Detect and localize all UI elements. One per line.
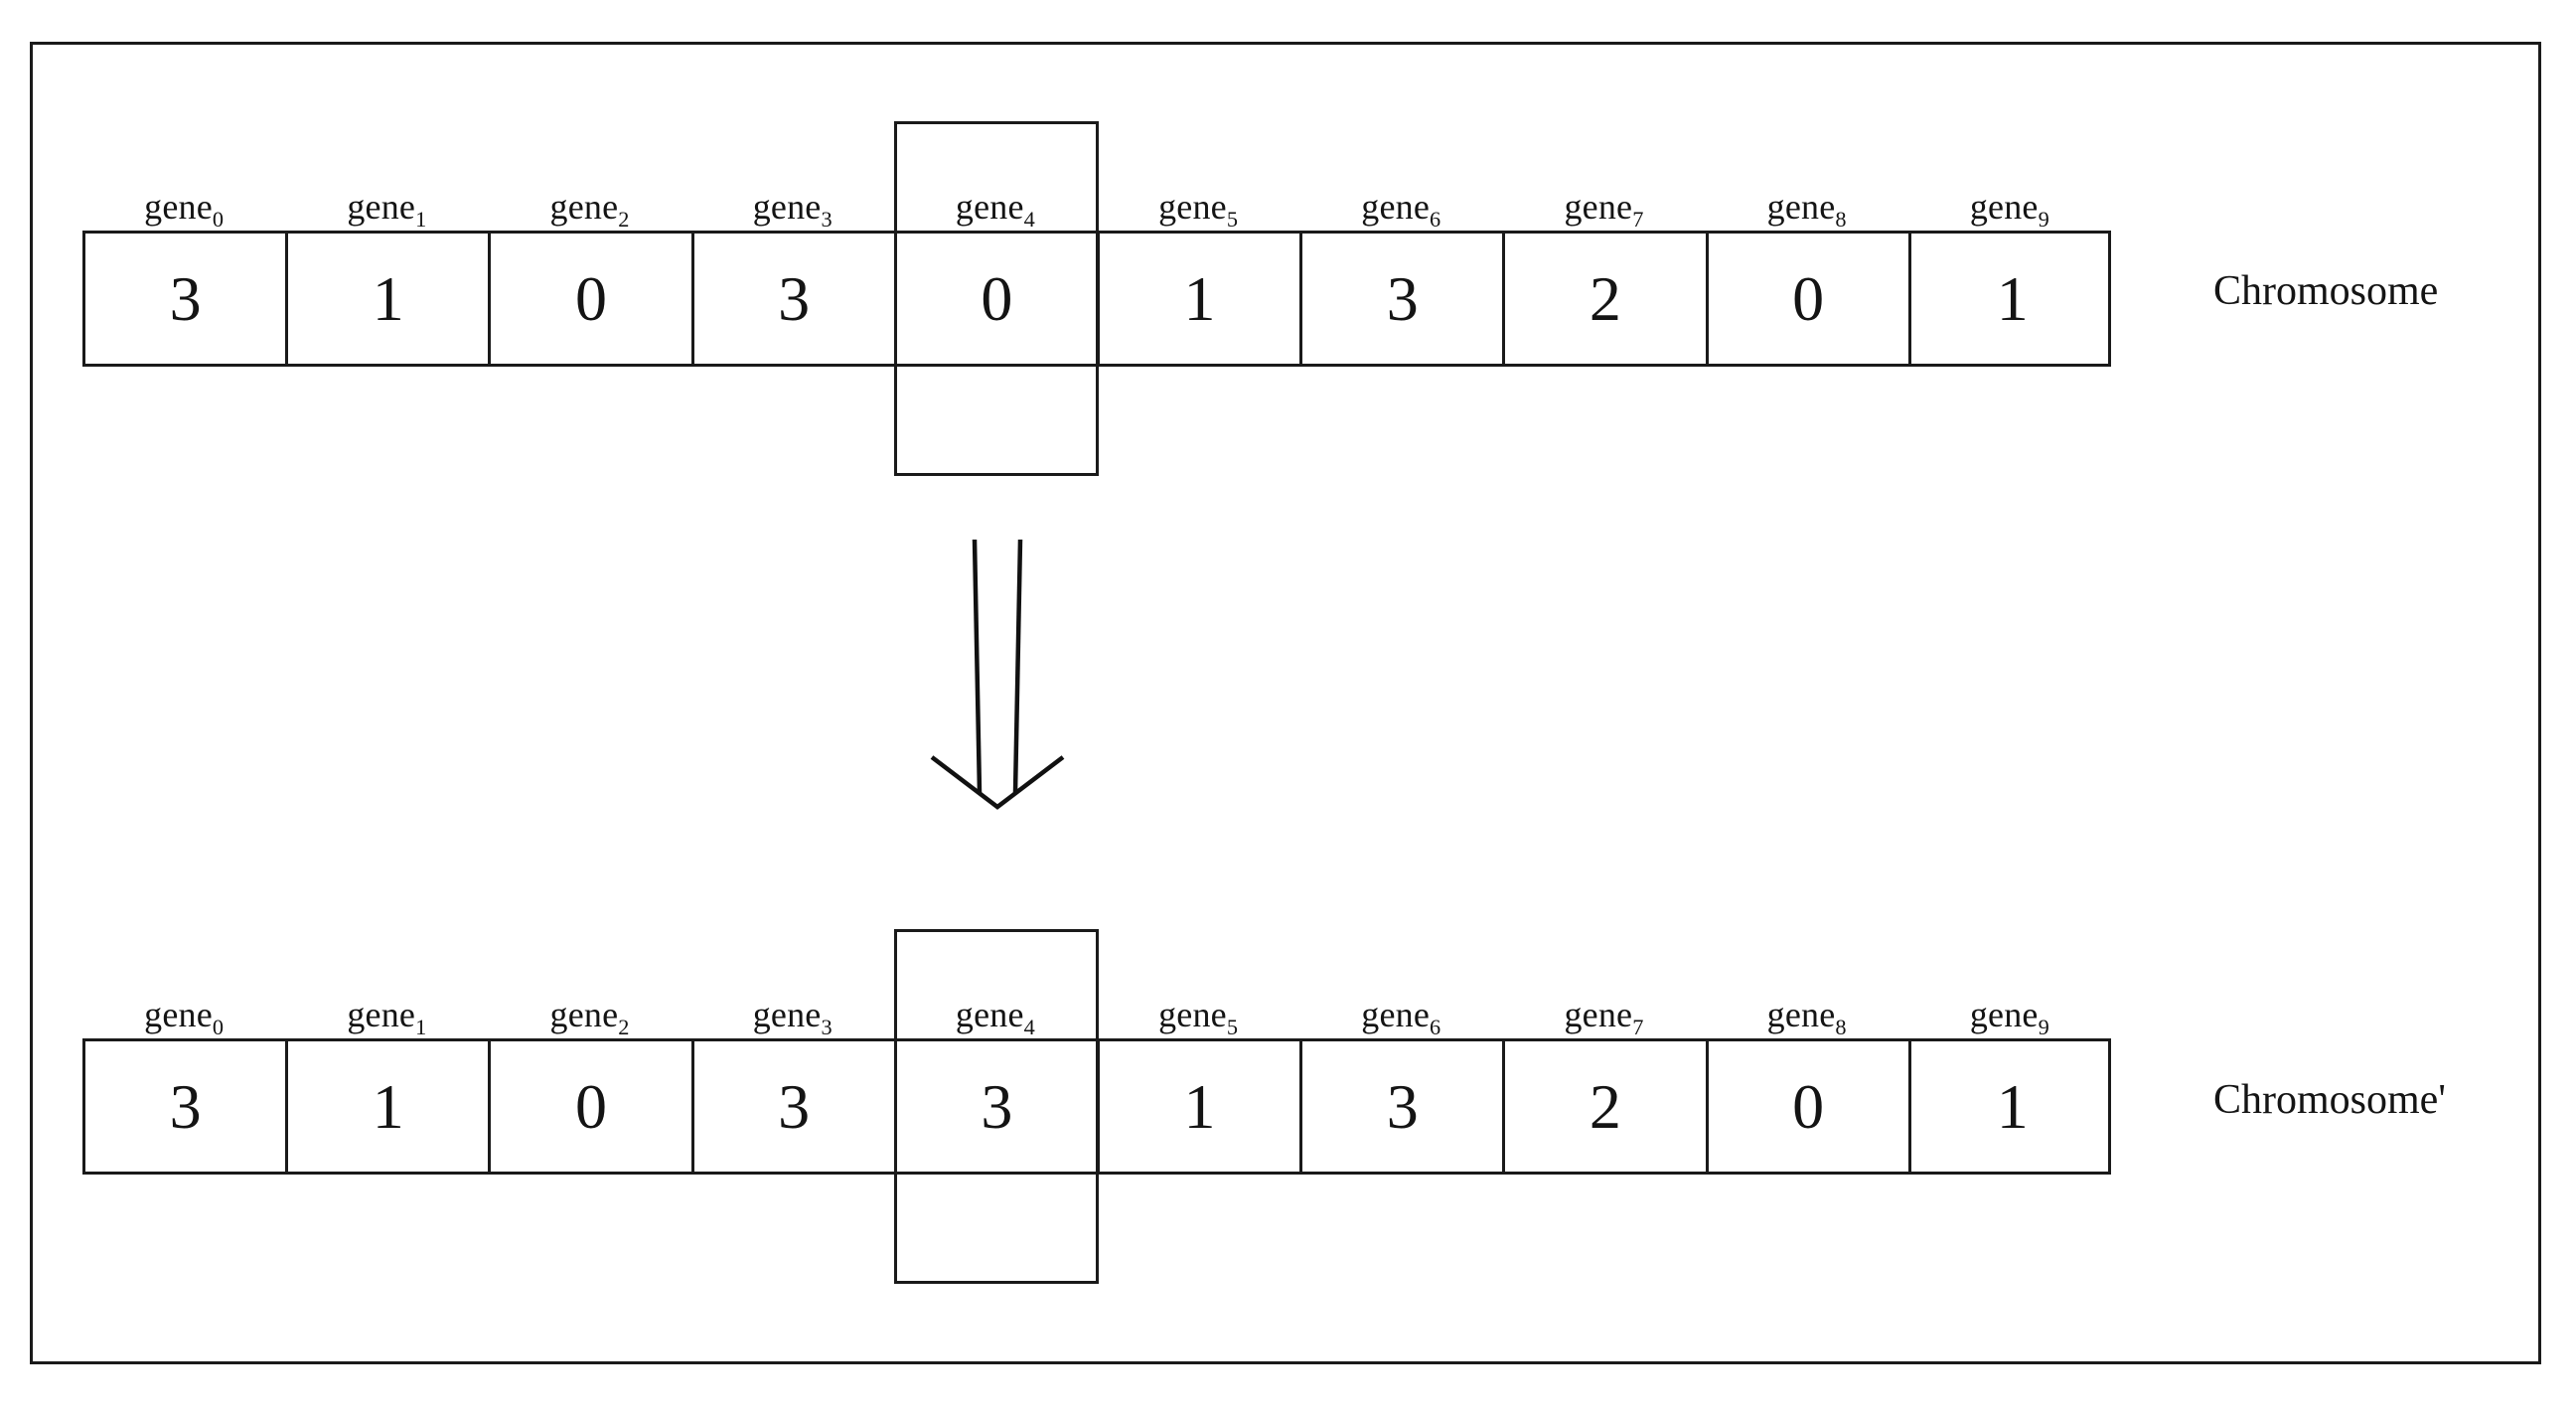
gene-value-cell-7: 2 <box>1505 234 1709 364</box>
gene-label-9-subscript: 9 <box>2038 207 2049 233</box>
gene-label-4-subscript: 4 <box>1023 207 1035 233</box>
figure-border <box>30 42 2541 1364</box>
gene-label-mutated-5-text: gene <box>1158 995 1227 1034</box>
gene-label-9-text: gene <box>1969 187 2039 227</box>
gene-label-mutated-6-text: gene <box>1361 995 1431 1034</box>
gene-label-mutated-2-subscript: 2 <box>618 1015 630 1040</box>
gene-value-cell-mutated-1: 1 <box>288 1041 492 1172</box>
gene-label-6-text: gene <box>1361 187 1431 227</box>
chromosome-caption-mutated: Chromosome' <box>2213 1077 2446 1123</box>
gene-label-3-subscript: 3 <box>821 207 833 233</box>
gene-label-7-text: gene <box>1564 187 1633 227</box>
gene-value-cell-1: 1 <box>288 234 492 364</box>
gene-label-mutated-8-text: gene <box>1766 995 1836 1034</box>
gene-value-cell-6: 3 <box>1302 234 1506 364</box>
gene-value-cell-8: 0 <box>1709 234 1911 364</box>
gene-label-0-text: gene <box>144 187 213 227</box>
gene-value-cell-mutated-9: 1 <box>1996 1070 2029 1142</box>
gene-value-cell-4: 0 <box>897 234 1100 364</box>
gene-label-mutated-3-text: gene <box>752 995 822 1034</box>
gene-value-cell-mutated-5: 1 <box>1100 1041 1303 1172</box>
gene-label-mutated-9-text: gene <box>1969 995 2039 1034</box>
gene-label-1-text: gene <box>347 187 416 227</box>
gene-label-mutated-5-subscript: 5 <box>1226 1015 1238 1040</box>
gene-value-cell-mutated-3: 3 <box>694 1041 897 1172</box>
gene-value-cell-mutated-7: 2 <box>1505 1041 1709 1172</box>
gene-label-1-subscript: 1 <box>415 207 427 233</box>
gene-label-mutated-4-text: gene <box>955 995 1024 1034</box>
gene-label-8-text: gene <box>1766 187 1836 227</box>
gene-label-mutated-6-subscript: 6 <box>1430 1015 1441 1040</box>
gene-value-cell-9: 1 <box>1996 262 2029 334</box>
gene-label-8-subscript: 8 <box>1835 207 1847 233</box>
gene-value-cell-mutated-4: 3 <box>897 1041 1100 1172</box>
gene-value-cell-5: 1 <box>1100 234 1303 364</box>
gene-label-mutated-9-subscript: 9 <box>2038 1015 2049 1040</box>
gene-label-mutated-1-text: gene <box>347 995 416 1034</box>
gene-label-5-subscript: 5 <box>1226 207 1238 233</box>
gene-label-3-text: gene <box>752 187 822 227</box>
gene-value-cell-mutated-8: 0 <box>1709 1041 1911 1172</box>
gene-label-mutated-4-subscript: 4 <box>1023 1015 1035 1040</box>
gene-value-cell-0: 3 <box>85 234 289 364</box>
gene-label-2-text: gene <box>549 187 619 227</box>
gene-label-4-text: gene <box>955 187 1024 227</box>
chromosome-caption-original: Chromosome <box>2213 268 2439 314</box>
gene-value-row-original: 3 1 0 3 0 1 3 2 0 1 <box>82 231 2111 367</box>
gene-label-mutated-7-subscript: 7 <box>1632 1015 1644 1040</box>
gene-label-6-subscript: 6 <box>1430 207 1441 233</box>
gene-label-mutated-0-text: gene <box>144 995 213 1034</box>
mutation-arrow <box>914 532 1083 820</box>
gene-label-0-subscript: 0 <box>212 207 225 233</box>
gene-label-mutated-3-subscript: 3 <box>821 1015 833 1040</box>
gene-label-5-text: gene <box>1158 187 1227 227</box>
gene-label-mutated-1-subscript: 1 <box>415 1015 427 1040</box>
gene-label-2-subscript: 2 <box>618 207 630 233</box>
gene-value-cell-mutated-2: 0 <box>491 1041 694 1172</box>
gene-label-mutated-2-text: gene <box>549 995 619 1034</box>
gene-label-mutated-8-subscript: 8 <box>1835 1015 1847 1040</box>
gene-value-row-mutated: 3 1 0 3 3 1 3 2 0 1 <box>82 1038 2111 1175</box>
gene-value-cell-3: 3 <box>694 234 897 364</box>
gene-label-7-subscript: 7 <box>1632 207 1644 233</box>
gene-label-mutated-0-subscript: 0 <box>212 1015 225 1040</box>
gene-label-mutated-7-text: gene <box>1564 995 1633 1034</box>
gene-value-cell-mutated-0: 3 <box>85 1041 289 1172</box>
gene-value-cell-mutated-6: 3 <box>1302 1041 1506 1172</box>
gene-value-cell-2: 0 <box>491 234 694 364</box>
